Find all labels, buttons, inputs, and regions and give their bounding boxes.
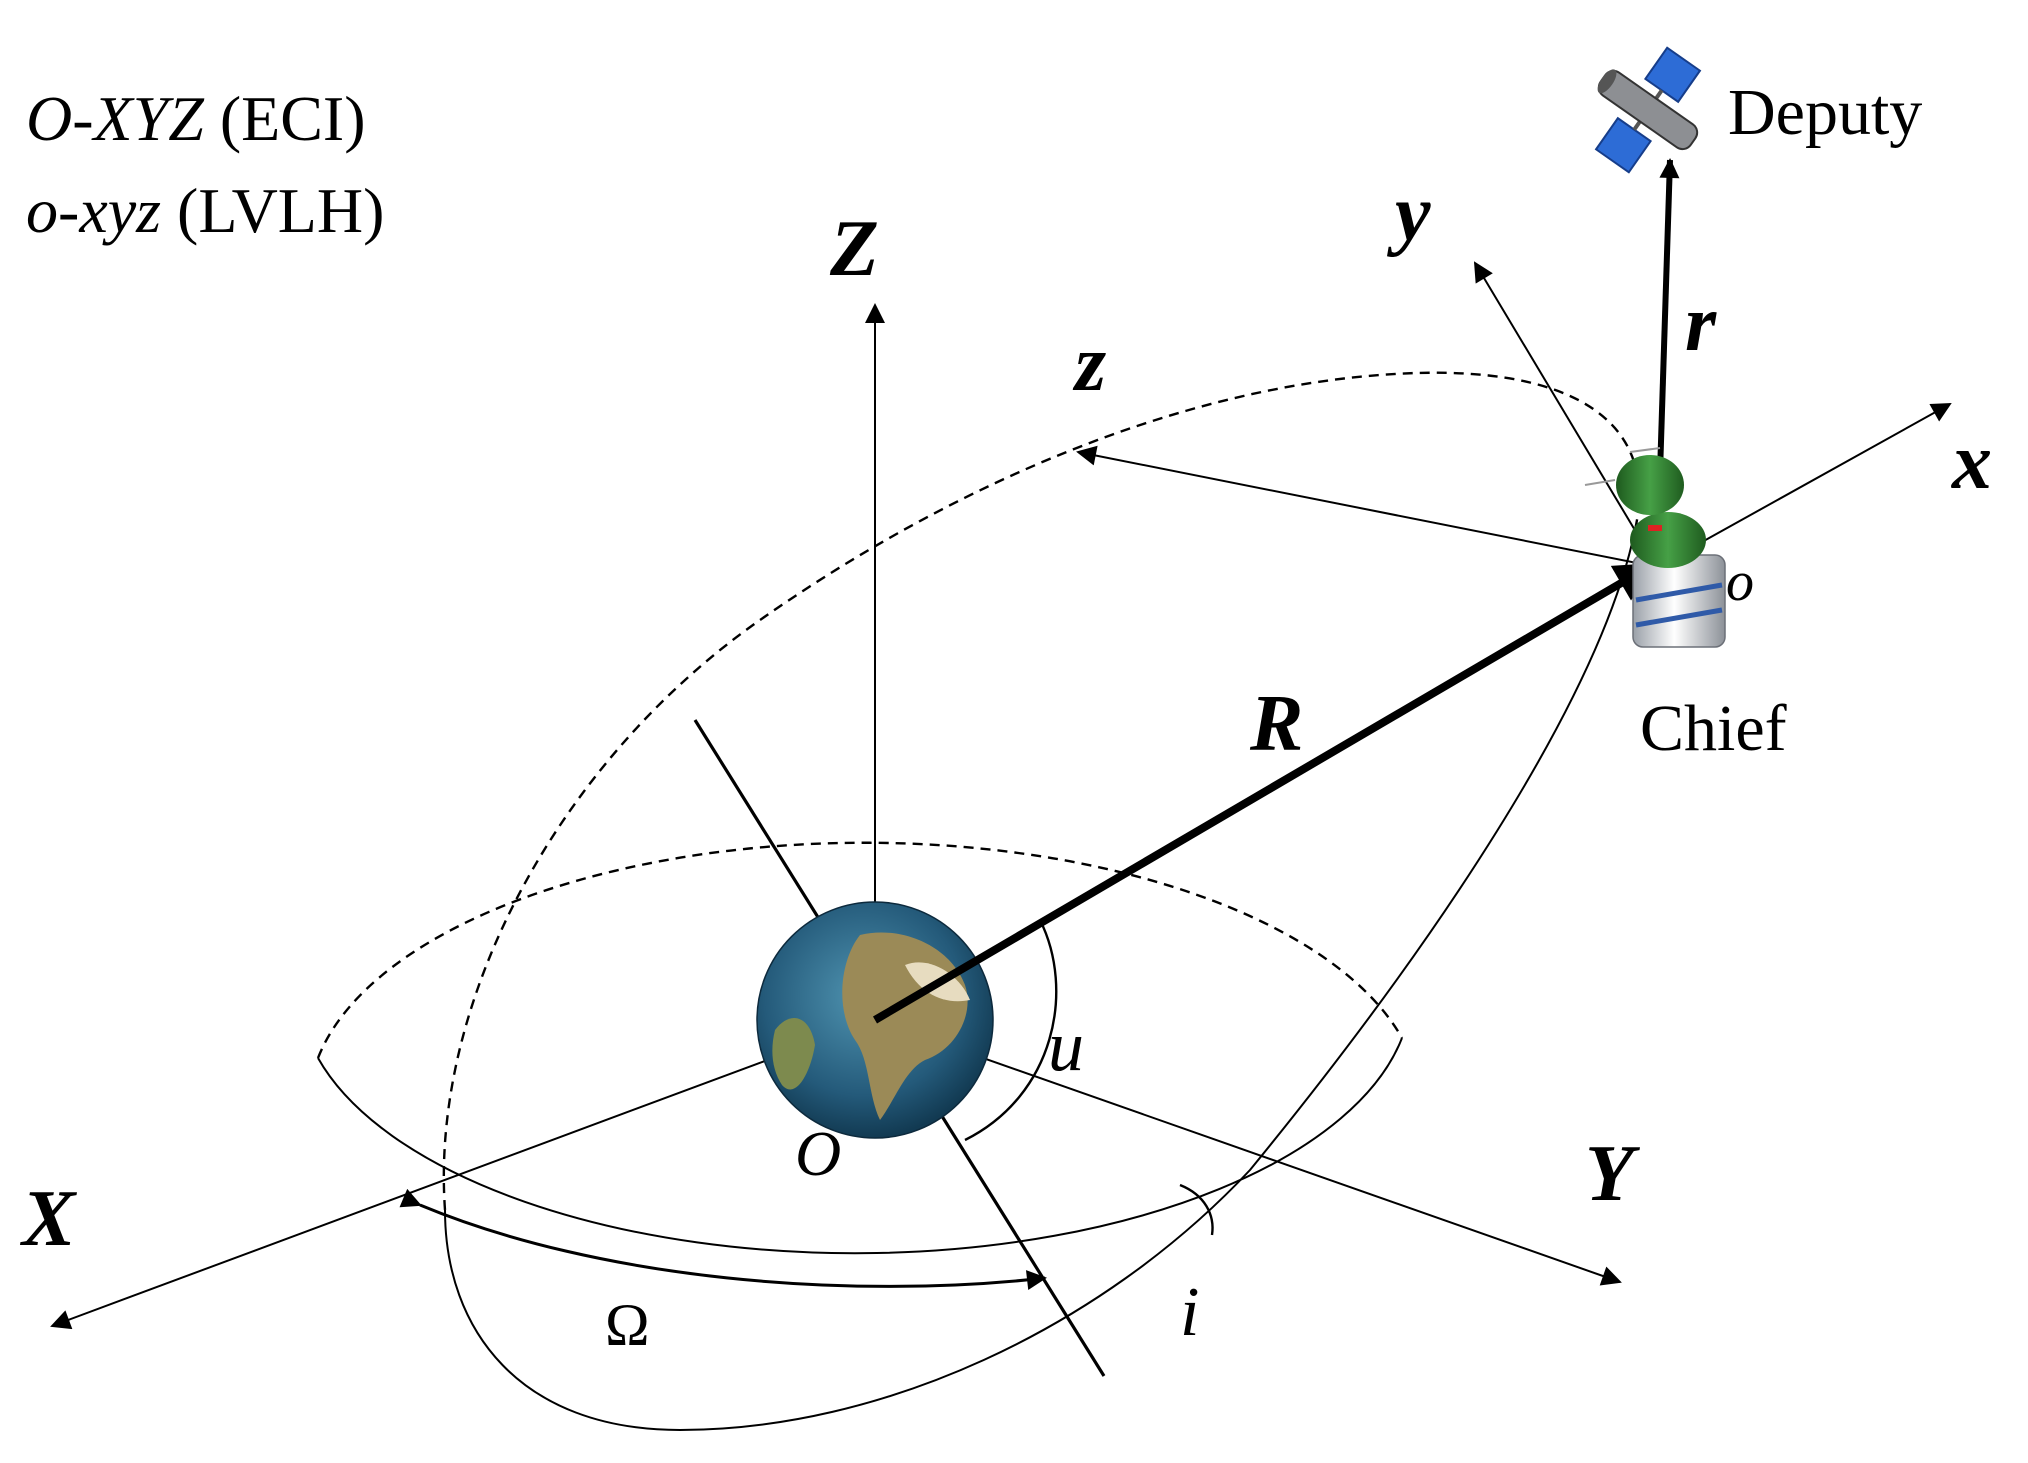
lvlh-z-axis [1076, 445, 1658, 568]
lvlh-x-label: x [1951, 418, 1992, 506]
deputy-label: Deputy [1728, 76, 1922, 149]
eci-frame-label: O-XYZ (ECI) [26, 83, 366, 154]
earth-center-label: O [795, 1118, 841, 1189]
chief-position-vector-label: R [1249, 680, 1303, 768]
chief-label: Chief [1640, 692, 1787, 765]
deputy-spacecraft-icon [1594, 46, 1702, 174]
chief-orbit-front [444, 529, 1636, 1432]
chief-orbit-back [442, 371, 1641, 1211]
relative-position-vector-label: r [1685, 280, 1717, 368]
latitude-argument-label: u [1048, 1006, 1084, 1086]
angle-omega-arc [399, 1188, 1047, 1290]
angle-u-arc [964, 919, 1058, 1142]
eci-y-label: Y [1585, 1130, 1640, 1218]
eci-x-axis [50, 1019, 876, 1330]
eci-y-axis [874, 1019, 1622, 1286]
inclination-angle-label: i [1180, 1274, 1199, 1351]
chief-position-vector [872, 561, 1656, 1024]
equator-orbit-back [316, 841, 1404, 1059]
eci-z-label: Z [829, 205, 879, 293]
chief-origin-label: o [1726, 551, 1754, 613]
eci-x-label: X [19, 1175, 77, 1263]
lvlh-frame-label: o-xyz (LVLH) [26, 175, 384, 246]
angle-i-arc [1179, 1183, 1214, 1236]
chief-spacecraft-icon [1584, 447, 1726, 648]
lvlh-y-label: y [1386, 170, 1431, 258]
lvlh-y-axis [1473, 261, 1658, 568]
lvlh-z-label: z [1072, 320, 1106, 408]
raan-angle-label: Ω [605, 1292, 650, 1358]
